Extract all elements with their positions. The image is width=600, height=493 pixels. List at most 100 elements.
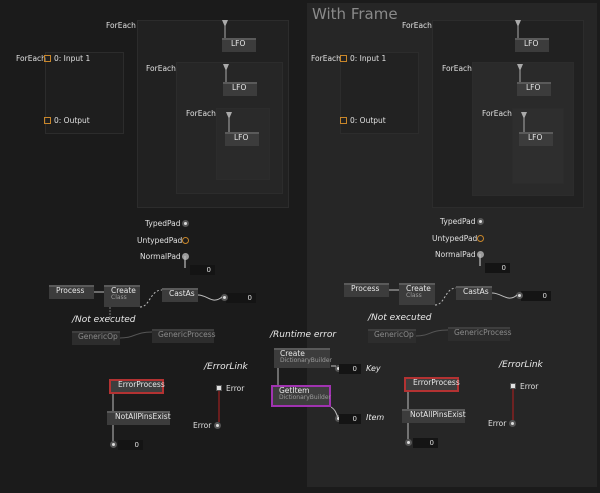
lfo-node[interactable]: LFO [225,132,259,146]
errorlink-comment: /ErrorLink [204,362,248,372]
lfo-label: LFO [526,83,541,92]
wire [434,287,457,306]
value-box[interactable]: 0 [118,440,143,450]
class-label: Class [406,292,422,300]
foreach-region-left[interactable] [45,52,124,134]
output-pin-box[interactable] [340,117,347,124]
typed-pad-label: TypedPad [440,217,476,226]
castas-node[interactable]: CastAs [456,286,492,300]
typed-pad-icon[interactable] [477,218,484,225]
castas-node[interactable]: CastAs [162,288,198,302]
value-box[interactable]: 0 [339,364,361,374]
output-pin-icon[interactable] [405,439,412,446]
normal-pad-label: NormalPad [140,252,181,261]
create-label: Create [406,284,431,293]
not-executed-comment: /Not executed [72,315,136,325]
item-label: Item [366,413,385,422]
castas-label: CastAs [463,287,489,296]
foreach-label: ForEach [186,109,216,118]
wire [139,289,163,308]
foreach-region-left[interactable] [340,52,419,134]
untyped-pad-icon[interactable] [182,237,189,244]
value-box[interactable]: 0 [521,291,551,301]
genericprocess-node[interactable]: GenericProcess [152,329,216,343]
lfo-node[interactable]: LFO [517,82,551,96]
lfo-node[interactable]: LFO [222,38,256,52]
output-pin-icon[interactable] [110,441,117,448]
foreach-label: ForEach [402,21,432,30]
output-pin-box[interactable] [44,117,51,124]
genericprocess-label: GenericProcess [158,330,216,339]
lfo-label: LFO [231,39,246,48]
untyped-pad-label: UntypedPad [432,234,478,243]
foreach-label: ForEach [482,109,512,118]
genericop-node[interactable]: GenericOp [368,329,416,343]
genericop-node[interactable]: GenericOp [72,331,120,345]
castas-label: CastAs [169,289,195,298]
genericprocess-label: GenericProcess [454,328,512,337]
wire [491,292,518,299]
not-executed-comment: /Not executed [368,313,432,323]
value-box[interactable]: 0 [339,414,361,424]
key-label: Key [366,364,381,373]
untyped-pad-icon[interactable] [477,235,484,242]
lfo-node[interactable]: LFO [515,38,549,52]
error-square-icon[interactable] [216,385,222,391]
typed-pad-label: TypedPad [145,219,181,228]
dictionarybuilder-label: DictionaryBuilder [280,357,332,365]
foreach-label: ForEach [146,64,176,73]
error-square-icon[interactable] [510,383,516,389]
error-label: Error [488,419,507,428]
error-pin-icon[interactable] [509,420,516,427]
error-label: Error [193,421,212,430]
wire [415,329,449,337]
value-box[interactable]: 0 [190,265,215,275]
value-box[interactable]: 0 [413,438,438,448]
foreach-label: ForEach [442,64,472,73]
input-1-label: 0: Input 1 [54,54,91,63]
runtime-error-comment: /Runtime error [270,330,337,340]
process-label: Process [56,286,85,295]
output-label: 0: Output [54,116,90,125]
lfo-label: LFO [232,83,247,92]
genericop-label: GenericOp [374,330,414,339]
notallpinsexist-label: NotAllPinsExist [410,410,466,419]
wire [197,294,223,301]
input-pin-box[interactable] [44,55,51,62]
value-box[interactable]: 0 [226,293,256,303]
class-label: Class [111,294,127,302]
pin-arrow-icon [223,64,229,71]
value-box[interactable]: 0 [485,263,510,273]
notallpinsexist-node[interactable]: NotAllPinsExist [107,411,171,425]
foreach-label: ForEach [106,21,136,30]
typed-pad-icon[interactable] [182,220,189,227]
errorprocess-node[interactable]: ErrorProcess [109,379,165,394]
pin-arrow-icon [226,112,232,119]
error-pin-icon[interactable] [214,422,221,429]
error-label: Error [226,384,245,393]
errorlink-comment: /ErrorLink [499,360,543,370]
frame-title: With Frame [312,5,398,23]
notallpinsexist-node[interactable]: NotAllPinsExist [402,409,466,423]
process-node[interactable]: Process [49,285,94,299]
getitem-label: GetItem [279,386,310,395]
foreach-region-inner[interactable] [512,108,564,184]
lfo-node[interactable]: LFO [519,132,553,146]
process-node[interactable]: Process [344,283,389,297]
genericprocess-node[interactable]: GenericProcess [448,327,512,341]
pin-arrow-icon [222,20,228,27]
wire [330,406,339,418]
lfo-node[interactable]: LFO [223,82,257,96]
errorprocess-node[interactable]: ErrorProcess [404,377,460,392]
pin-arrow-icon [521,112,527,119]
untyped-pad-label: UntypedPad [137,236,183,245]
process-label: Process [351,284,380,293]
input-1-label: 0: Input 1 [350,54,387,63]
input-pin-box[interactable] [340,55,347,62]
output-label: 0: Output [350,116,386,125]
